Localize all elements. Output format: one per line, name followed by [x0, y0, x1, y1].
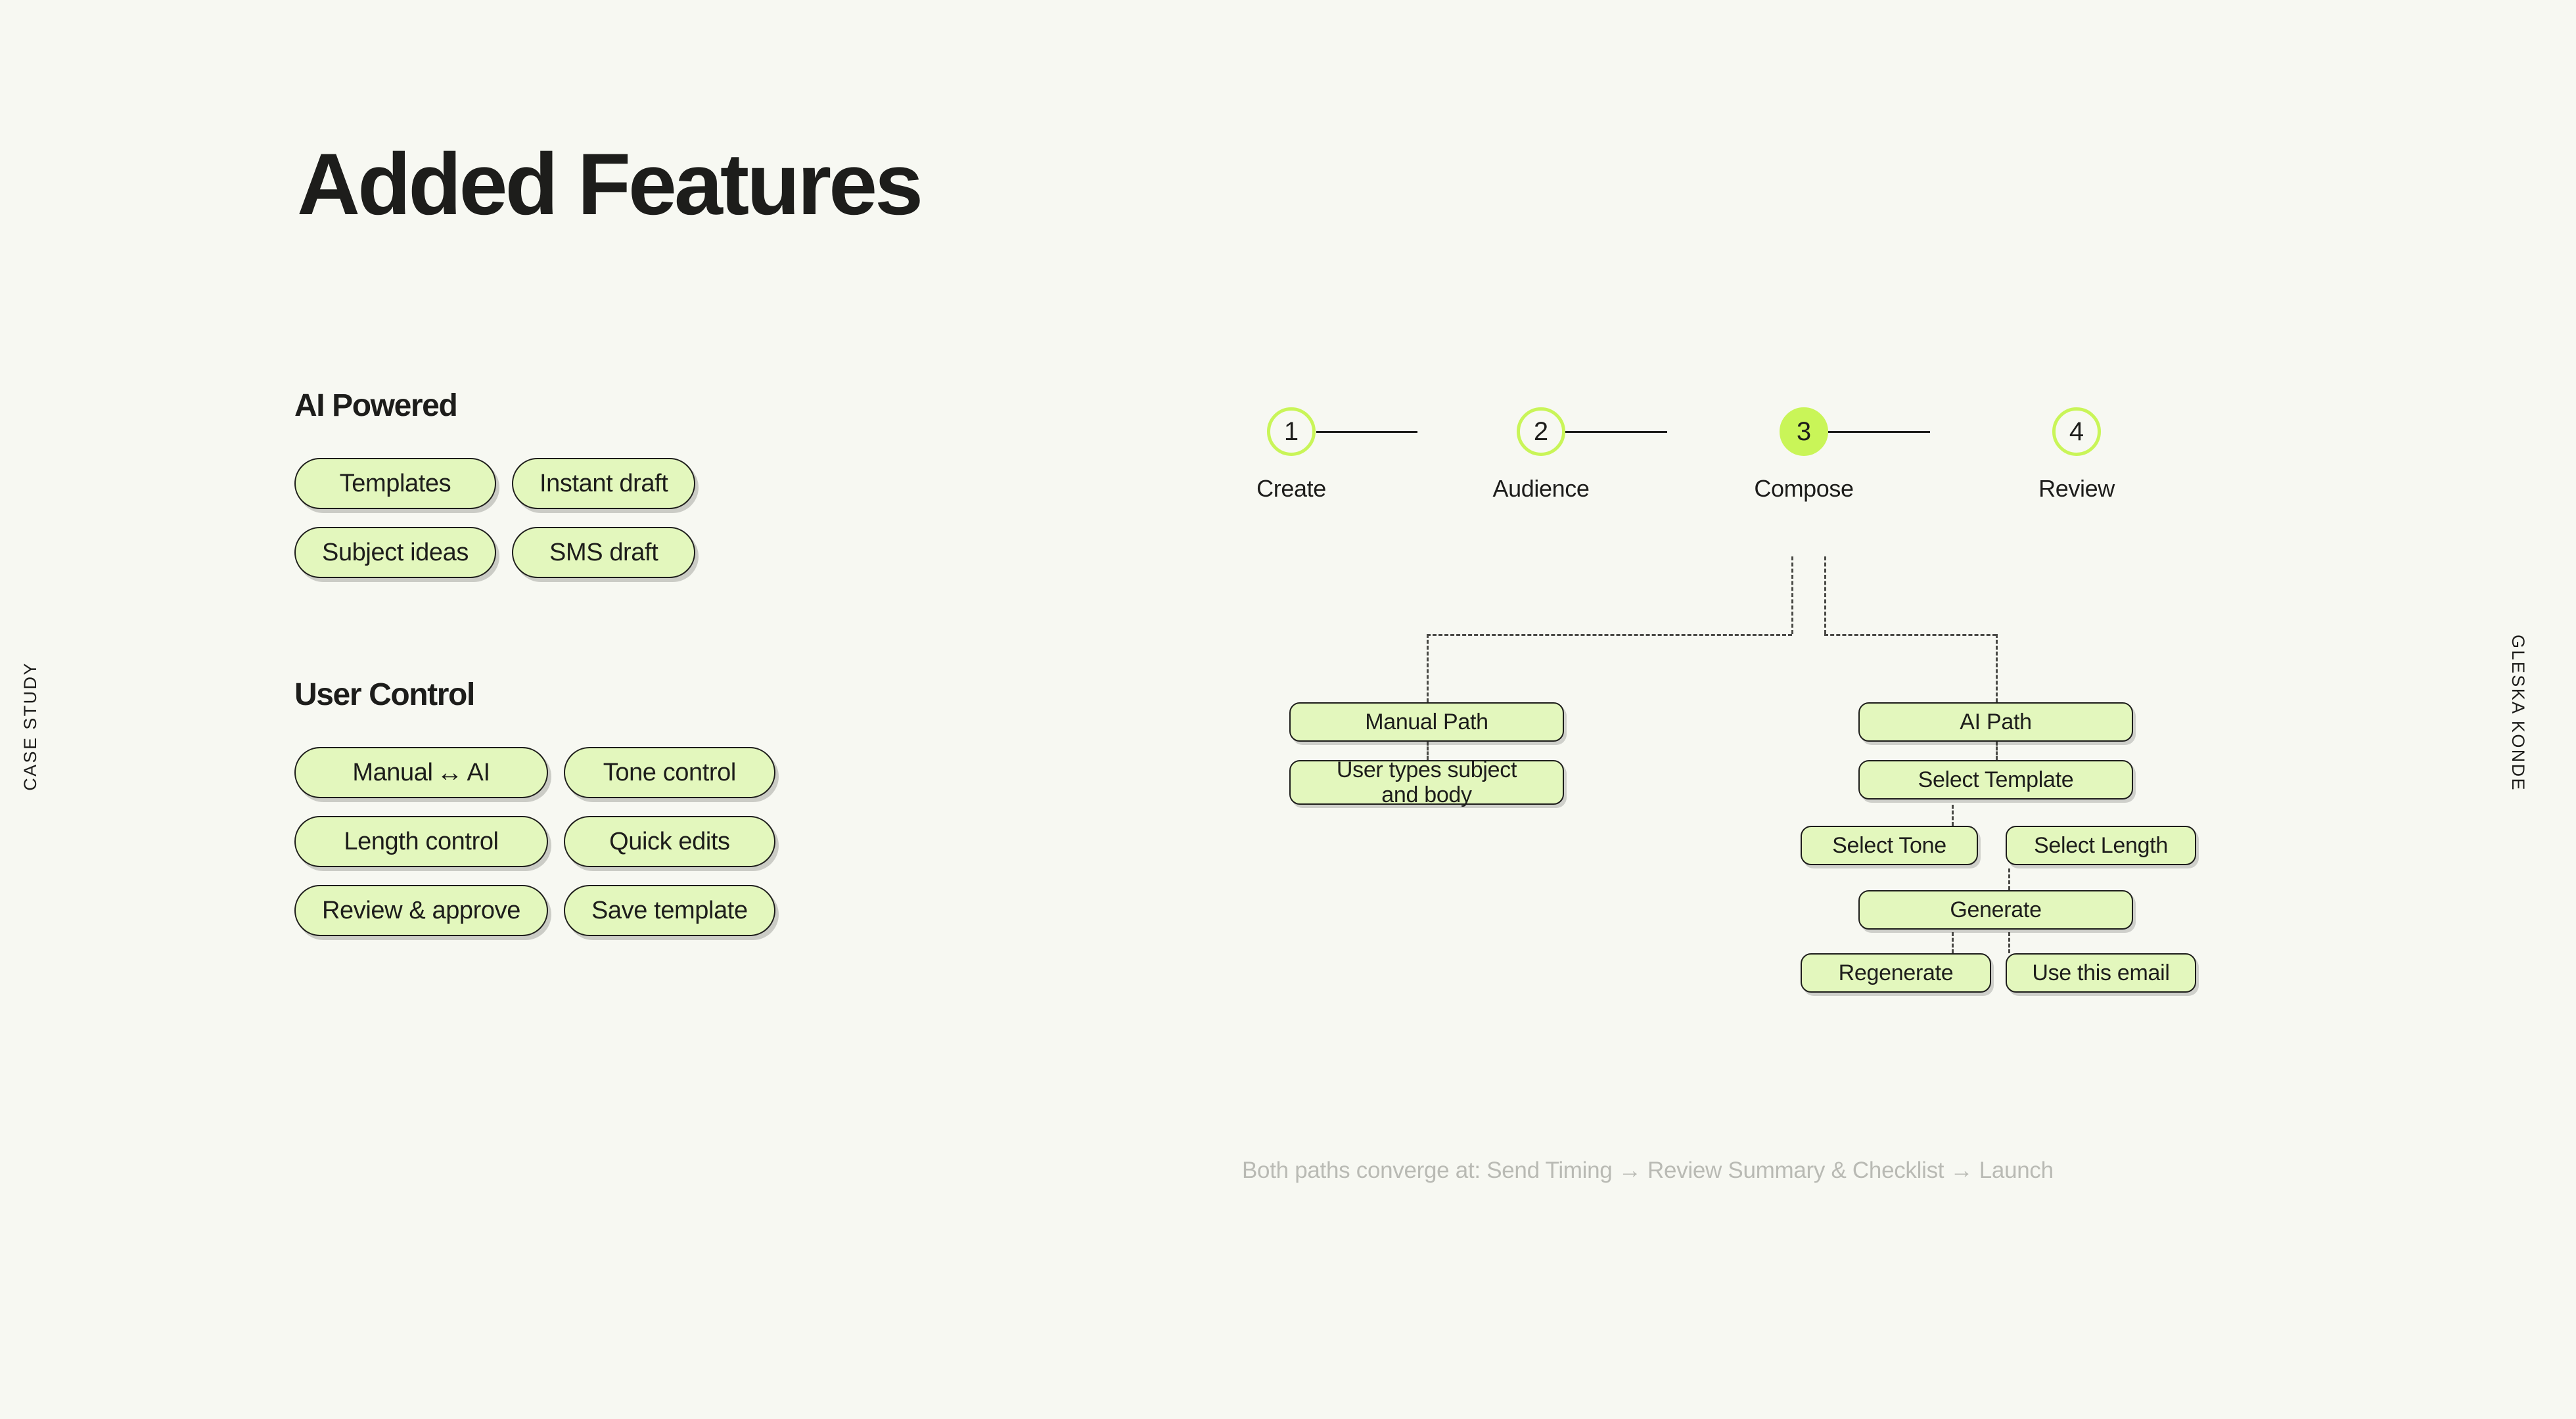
step-number-circle: 3 [1780, 407, 1828, 456]
connector-generate-to-regen [1952, 932, 1954, 953]
step-create[interactable]: 1 Create [1242, 407, 1341, 503]
connector-template-to-tone [1952, 805, 1954, 826]
node-user-types-subject-and-body[interactable]: User types subject and body [1289, 757, 1564, 807]
double-arrow-icon: ↔ [436, 757, 463, 787]
connector-generate-to-use-email [2008, 932, 2010, 953]
connector-to-ai-path [1996, 634, 1998, 702]
step-label: Review [2038, 475, 2115, 502]
ai-powered-pill-grid: Templates Instant draft Subject ideas SM… [294, 458, 1017, 578]
pill-length-control[interactable]: Length control [294, 816, 548, 867]
step-connector-1-2 [1316, 431, 1417, 433]
step-connector-3-4 [1828, 431, 1930, 433]
user-control-block: User Control Manual ↔ AI Tone control Le… [294, 677, 1017, 936]
pill-templates[interactable]: Templates [294, 458, 496, 509]
step-label: Audience [1492, 475, 1590, 502]
pill-tone-control[interactable]: Tone control [563, 747, 775, 798]
pill-manual-label: Manual [352, 758, 433, 786]
author-name-side-label: GLESKA KONDE [2508, 635, 2528, 792]
pill-ai-label: AI [467, 758, 491, 786]
connector-length-to-generate [2008, 868, 2010, 890]
connector-manual-to-usertypes [1427, 742, 1429, 760]
step-label: Compose [1754, 475, 1854, 502]
node-select-template[interactable]: Select Template [1858, 760, 2133, 800]
connector-to-manual-path [1427, 634, 1429, 702]
connector-compose-down-left [1791, 556, 1793, 634]
node-manual-path[interactable]: Manual Path [1289, 702, 1564, 742]
flow-column: 1 Create 2 Audience 3 Compose 4 Review [1222, 407, 2339, 993]
step-audience[interactable]: 2 Audience [1492, 407, 1590, 503]
pill-subject-ideas[interactable]: Subject ideas [294, 527, 496, 578]
node-select-tone[interactable]: Select Tone [1801, 826, 1978, 865]
node-select-length[interactable]: Select Length [2006, 826, 2196, 865]
connector-aipath-to-template [1996, 742, 1998, 760]
step-number-circle: 2 [1517, 407, 1565, 456]
node-generate[interactable]: Generate [1858, 890, 2133, 930]
ai-powered-heading: AI Powered [294, 388, 458, 423]
node-use-this-email[interactable]: Use this email [2006, 953, 2196, 993]
pill-manual-ai[interactable]: Manual ↔ AI [294, 747, 548, 798]
flow-convergence-note: Both paths converge at: Send Timing → Re… [1242, 1158, 2054, 1183]
page-title: Added Features [297, 136, 923, 233]
step-number-circle: 4 [2052, 407, 2101, 456]
node-ai-path[interactable]: AI Path [1858, 702, 2133, 742]
step-label: Create [1256, 475, 1326, 502]
progress-stepper: 1 Create 2 Audience 3 Compose 4 Review [1222, 407, 2339, 542]
step-number-circle: 1 [1267, 407, 1316, 456]
pill-save-template[interactable]: Save template [563, 885, 775, 936]
connector-branch-left [1427, 634, 1792, 636]
user-control-heading: User Control [294, 677, 475, 712]
pill-quick-edits[interactable]: Quick edits [563, 816, 775, 867]
step-review[interactable]: 4 Review [2027, 407, 2126, 503]
step-connector-2-3 [1565, 431, 1667, 433]
connector-compose-down-right [1824, 556, 1826, 634]
pill-sms-draft[interactable]: SMS draft [511, 527, 696, 578]
ai-powered-block: AI Powered Templates Instant draft Subje… [294, 388, 1017, 578]
step-compose[interactable]: 3 Compose [1754, 407, 1854, 503]
user-control-pill-grid: Manual ↔ AI Tone control Length control … [294, 747, 1017, 936]
compose-flowchart: Manual Path AI Path User types subject a… [1222, 552, 2339, 993]
pill-review-approve[interactable]: Review & approve [294, 885, 548, 936]
node-regenerate[interactable]: Regenerate [1801, 953, 1991, 993]
features-column: AI Powered Templates Instant draft Subje… [294, 388, 1017, 936]
case-study-side-label: CASE STUDY [20, 662, 40, 791]
pill-instant-draft[interactable]: Instant draft [511, 458, 696, 509]
connector-branch-right [1824, 634, 1996, 636]
